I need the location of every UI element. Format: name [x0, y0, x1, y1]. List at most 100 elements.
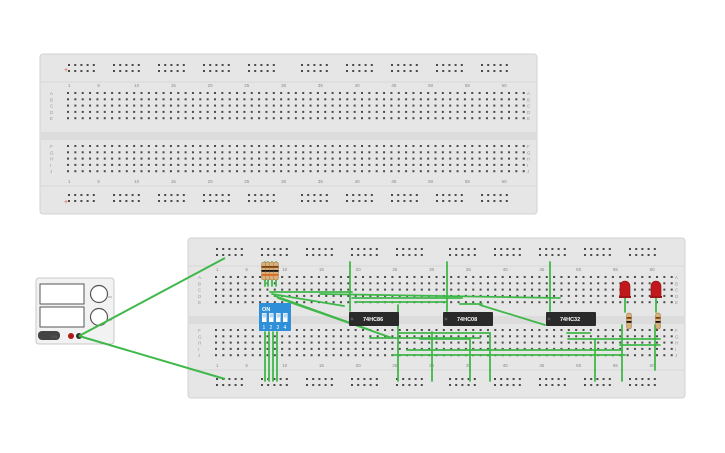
rail-hole[interactable] — [203, 70, 205, 72]
terminal-hole[interactable] — [81, 170, 84, 173]
rail-hole[interactable] — [499, 64, 502, 66]
rail-hole[interactable] — [209, 70, 212, 72]
terminal-hole[interactable] — [236, 170, 239, 173]
terminal-hole[interactable] — [398, 341, 401, 344]
terminal-hole[interactable] — [288, 288, 291, 291]
terminal-hole[interactable] — [500, 145, 503, 147]
terminal-hole[interactable] — [523, 335, 526, 338]
terminal-hole[interactable] — [633, 276, 636, 278]
terminal-hole[interactable] — [376, 294, 379, 297]
terminal-hole[interactable] — [376, 282, 379, 285]
terminal-hole[interactable] — [169, 145, 172, 147]
rail-hole[interactable] — [557, 384, 560, 386]
terminal-hole[interactable] — [486, 276, 489, 278]
terminal-hole[interactable] — [486, 301, 489, 304]
terminal-hole[interactable] — [347, 341, 350, 344]
terminal-hole[interactable] — [133, 104, 136, 107]
rail-hole[interactable] — [307, 194, 310, 196]
terminal-hole[interactable] — [486, 329, 489, 331]
terminal-hole[interactable] — [347, 288, 350, 291]
terminal-hole[interactable] — [303, 282, 306, 285]
terminal-hole[interactable] — [457, 341, 460, 344]
terminal-hole[interactable] — [626, 341, 629, 344]
rail-hole[interactable] — [351, 248, 353, 250]
terminal-hole[interactable] — [369, 354, 372, 357]
rail-hole[interactable] — [408, 378, 411, 380]
terminal-hole[interactable] — [478, 170, 481, 173]
terminal-hole[interactable] — [435, 341, 438, 344]
terminal-hole[interactable] — [633, 294, 636, 297]
terminal-hole[interactable] — [427, 104, 430, 107]
rail-hole[interactable] — [454, 64, 457, 66]
terminal-hole[interactable] — [243, 104, 246, 107]
terminal-hole[interactable] — [368, 157, 371, 160]
terminal-hole[interactable] — [493, 92, 496, 94]
terminal-hole[interactable] — [228, 110, 231, 113]
terminal-hole[interactable] — [338, 117, 341, 120]
rail-hole[interactable] — [234, 384, 237, 386]
terminal-hole[interactable] — [472, 335, 475, 338]
terminal-hole[interactable] — [89, 157, 92, 160]
terminal-hole[interactable] — [251, 282, 254, 285]
terminal-hole[interactable] — [67, 170, 69, 173]
rail-hole[interactable] — [506, 384, 509, 386]
terminal-hole[interactable] — [413, 347, 416, 350]
terminal-hole[interactable] — [656, 347, 658, 350]
terminal-hole[interactable] — [361, 157, 363, 160]
terminal-hole[interactable] — [516, 347, 519, 350]
rail-hole[interactable] — [408, 248, 411, 250]
wire[interactable] — [479, 304, 546, 326]
terminal-hole[interactable] — [147, 92, 150, 94]
terminal-hole[interactable] — [515, 145, 518, 147]
terminal-hole[interactable] — [155, 104, 158, 107]
terminal-hole[interactable] — [545, 341, 548, 344]
terminal-hole[interactable] — [383, 170, 386, 173]
terminal-hole[interactable] — [338, 145, 341, 147]
terminal-hole[interactable] — [670, 329, 673, 331]
terminal-hole[interactable] — [523, 347, 526, 350]
terminal-hole[interactable] — [280, 157, 283, 160]
terminal-hole[interactable] — [435, 329, 438, 331]
terminal-hole[interactable] — [383, 104, 386, 107]
terminal-hole[interactable] — [228, 157, 231, 160]
terminal-hole[interactable] — [303, 329, 306, 331]
rail-hole[interactable] — [409, 70, 412, 72]
rail-hole[interactable] — [319, 194, 322, 196]
terminal-hole[interactable] — [582, 347, 585, 350]
terminal-hole[interactable] — [531, 347, 534, 350]
rail-hole[interactable] — [635, 384, 638, 386]
rail-hole[interactable] — [375, 378, 378, 380]
terminal-hole[interactable] — [294, 117, 297, 120]
rail-hole[interactable] — [563, 254, 566, 256]
terminal-hole[interactable] — [162, 98, 165, 101]
terminal-hole[interactable] — [118, 157, 121, 160]
rail-hole[interactable] — [285, 254, 288, 256]
terminal-hole[interactable] — [545, 335, 548, 338]
terminal-hole[interactable] — [545, 276, 548, 278]
terminal-hole[interactable] — [523, 294, 526, 297]
terminal-hole[interactable] — [147, 110, 150, 113]
terminal-hole[interactable] — [244, 329, 247, 331]
terminal-hole[interactable] — [237, 335, 240, 338]
rail-hole[interactable] — [125, 200, 128, 202]
rail-hole[interactable] — [222, 384, 225, 386]
terminal-hole[interactable] — [648, 301, 651, 304]
terminal-hole[interactable] — [243, 110, 246, 113]
terminal-hole[interactable] — [449, 145, 452, 147]
terminal-hole[interactable] — [361, 98, 363, 101]
terminal-hole[interactable] — [663, 329, 666, 331]
rail-hole[interactable] — [301, 70, 303, 72]
terminal-hole[interactable] — [221, 157, 224, 160]
terminal-hole[interactable] — [515, 110, 518, 113]
terminal-hole[interactable] — [133, 110, 136, 113]
circuit-wires[interactable] — [264, 261, 661, 382]
terminal-hole[interactable] — [237, 329, 240, 331]
rail-hole[interactable] — [414, 248, 417, 250]
rail-hole[interactable] — [551, 254, 554, 256]
rail-hole[interactable] — [125, 64, 128, 66]
terminal-hole[interactable] — [456, 157, 459, 160]
terminal-hole[interactable] — [347, 294, 350, 297]
terminal-hole[interactable] — [237, 282, 240, 285]
terminal-hole[interactable] — [162, 151, 165, 154]
terminal-hole[interactable] — [228, 151, 231, 154]
